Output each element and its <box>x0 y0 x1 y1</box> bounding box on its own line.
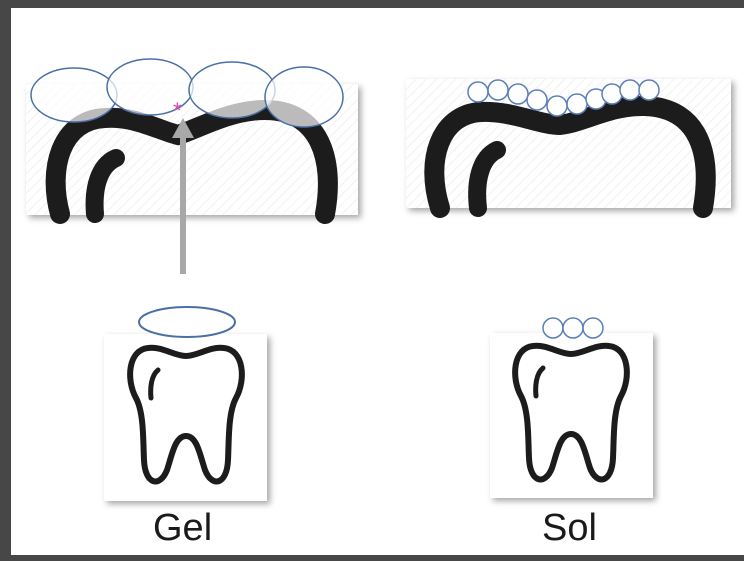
sol-tooth-outline <box>515 346 627 480</box>
sol-particle-on-tooth <box>543 318 563 338</box>
sol-label: Sol <box>542 509 597 547</box>
sol-particle-on-tooth <box>563 318 583 338</box>
sol-particle-on-tooth <box>583 318 603 338</box>
sol-tooth-highlight <box>536 368 543 396</box>
